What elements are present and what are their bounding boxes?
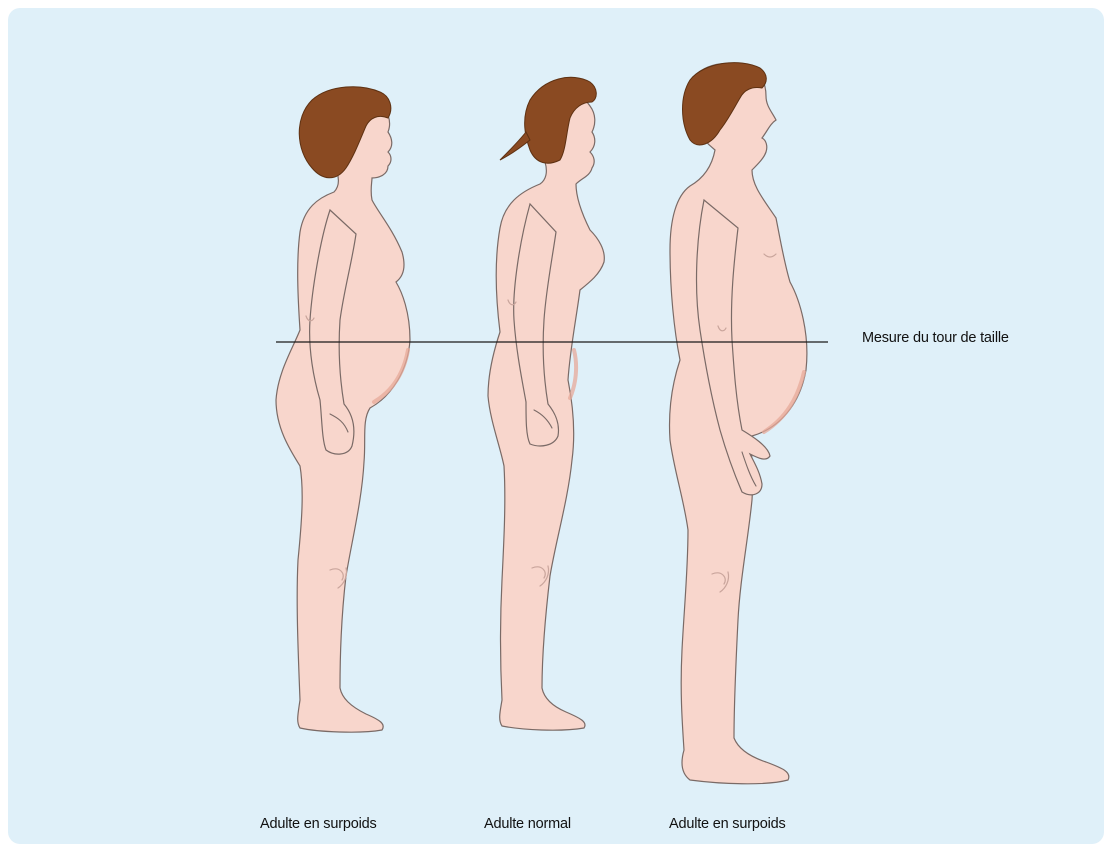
figure-overweight-man	[669, 63, 806, 784]
figure-normal-woman	[488, 77, 604, 730]
figure-overweight-woman	[276, 87, 410, 732]
caption-overweight-woman: Adulte en surpoids	[260, 816, 377, 832]
caption-overweight-man: Adulte en surpoids	[669, 816, 786, 832]
waist-measurement-label: Mesure du tour de taille	[862, 330, 1009, 346]
caption-normal-woman: Adulte normal	[484, 816, 571, 832]
